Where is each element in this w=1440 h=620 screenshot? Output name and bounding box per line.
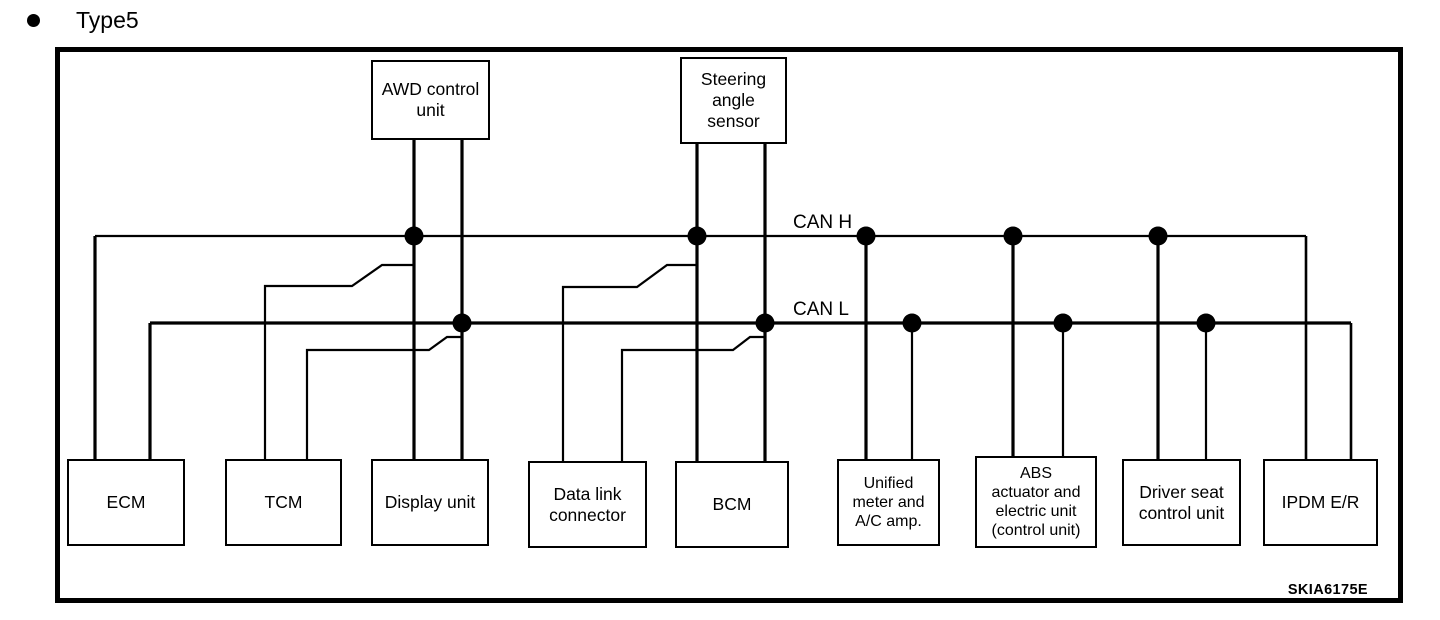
- node-label-driver-seat-control-unit: Driver seat control unit: [1138, 481, 1225, 523]
- node-awd-control-unit[interactable]: AWD control unit: [371, 60, 490, 140]
- node-label-bcm: BCM: [712, 494, 752, 514]
- node-ecm[interactable]: ECM: [67, 459, 185, 546]
- node-label-display-unit: Display unit: [384, 492, 476, 512]
- figure-code: SKIA6175E: [1287, 582, 1368, 598]
- node-label-steering-angle-sensor: Steering angle sensor: [700, 69, 767, 131]
- node-bcm[interactable]: BCM: [675, 461, 789, 548]
- node-label-awd-control-unit: AWD control unit: [381, 79, 480, 120]
- node-label-tcm: TCM: [264, 492, 303, 512]
- node-abs-actuator-and-electric-unit[interactable]: ABS actuator and electric unit (control …: [975, 456, 1097, 548]
- section-heading: Type5: [0, 0, 420, 40]
- bus-label-can-h: CAN H: [793, 212, 853, 233]
- node-ipdm-er[interactable]: IPDM E/R: [1263, 459, 1378, 546]
- node-label-ipdm-er: IPDM E/R: [1281, 492, 1360, 512]
- bullet-icon: [27, 13, 40, 27]
- node-label-unified-meter-and-ac-amp: Unified meter and A/C amp.: [852, 475, 925, 530]
- bus-label-can-l: CAN L: [793, 299, 849, 320]
- node-data-link-connector[interactable]: Data link connector: [528, 461, 647, 548]
- node-label-abs-actuator-and-electric-unit: ABS actuator and electric unit (control …: [991, 465, 1081, 539]
- node-steering-angle-sensor[interactable]: Steering angle sensor: [680, 57, 787, 144]
- node-unified-meter-and-ac-amp[interactable]: Unified meter and A/C amp.: [837, 459, 940, 546]
- node-label-data-link-connector: Data link connector: [549, 483, 626, 525]
- section-heading-label: Type5: [76, 6, 139, 33]
- node-driver-seat-control-unit[interactable]: Driver seat control unit: [1122, 459, 1241, 546]
- node-display-unit[interactable]: Display unit: [371, 459, 489, 546]
- node-label-ecm: ECM: [106, 492, 146, 512]
- node-tcm[interactable]: TCM: [225, 459, 342, 546]
